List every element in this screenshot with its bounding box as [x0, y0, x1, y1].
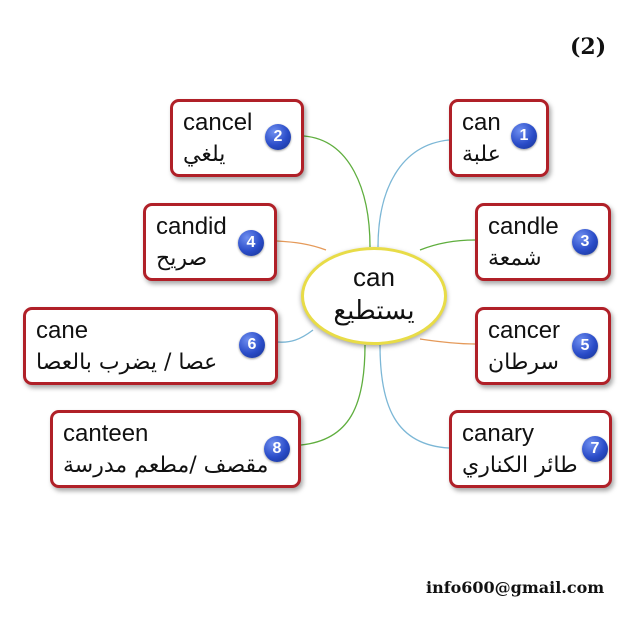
word-card-arabic: طائر الكناري [462, 453, 578, 478]
link-1 [377, 139, 450, 248]
word-card-6: cane عصا / يضرب بالعصا 6 [23, 307, 278, 385]
word-card-english: canary [462, 420, 535, 447]
number-badge: 4 [238, 230, 264, 256]
word-card-arabic: سرطان [488, 350, 559, 375]
link-8 [300, 344, 366, 446]
word-card-8: canteen مقصف /مطعم مدرسة 8 [50, 410, 301, 488]
word-card-english: canteen [63, 420, 149, 447]
word-card-arabic: يلغي [183, 142, 226, 167]
number-badge: 2 [265, 124, 291, 150]
word-card-7: canary طائر الكناري 7 [449, 410, 612, 488]
word-card-english: can [462, 109, 501, 136]
link-3 [419, 239, 476, 251]
word-card-arabic: علبة [462, 142, 501, 167]
word-card-english: candid [156, 213, 227, 240]
word-card-2: cancel يلغي 2 [170, 99, 304, 177]
center-translation: يستطيع [333, 296, 415, 326]
word-card-arabic: شمعة [488, 246, 542, 271]
number-badge: 8 [264, 436, 290, 462]
number-badge: 7 [582, 436, 608, 462]
word-card-english: cancer [488, 317, 561, 344]
word-card-arabic: مقصف /مطعم مدرسة [63, 453, 269, 478]
link-4 [276, 240, 327, 251]
word-card-arabic: عصا / يضرب بالعصا [36, 350, 218, 375]
number-badge: 3 [572, 229, 598, 255]
link-2 [303, 135, 371, 248]
word-card-english: cancel [183, 109, 253, 136]
number-badge: 6 [239, 332, 265, 358]
word-card-4: candid صريح 4 [143, 203, 277, 281]
word-card-1: can علبة 1 [449, 99, 549, 177]
word-card-5: cancer سرطان 5 [475, 307, 611, 385]
center-node: can يستطيع [301, 247, 447, 345]
word-card-arabic: صريح [156, 246, 208, 271]
center-word: can [353, 262, 395, 292]
page-number: (2) [570, 34, 607, 60]
number-badge: 5 [572, 333, 598, 359]
word-card-english: candle [488, 213, 559, 240]
contact-email: info600@gmail.com [426, 578, 605, 597]
word-card-english: cane [36, 317, 89, 344]
link-7 [379, 344, 450, 449]
link-5 [419, 338, 476, 345]
word-card-3: candle شمعة 3 [475, 203, 611, 281]
number-badge: 1 [511, 123, 537, 149]
link-6 [277, 329, 314, 343]
